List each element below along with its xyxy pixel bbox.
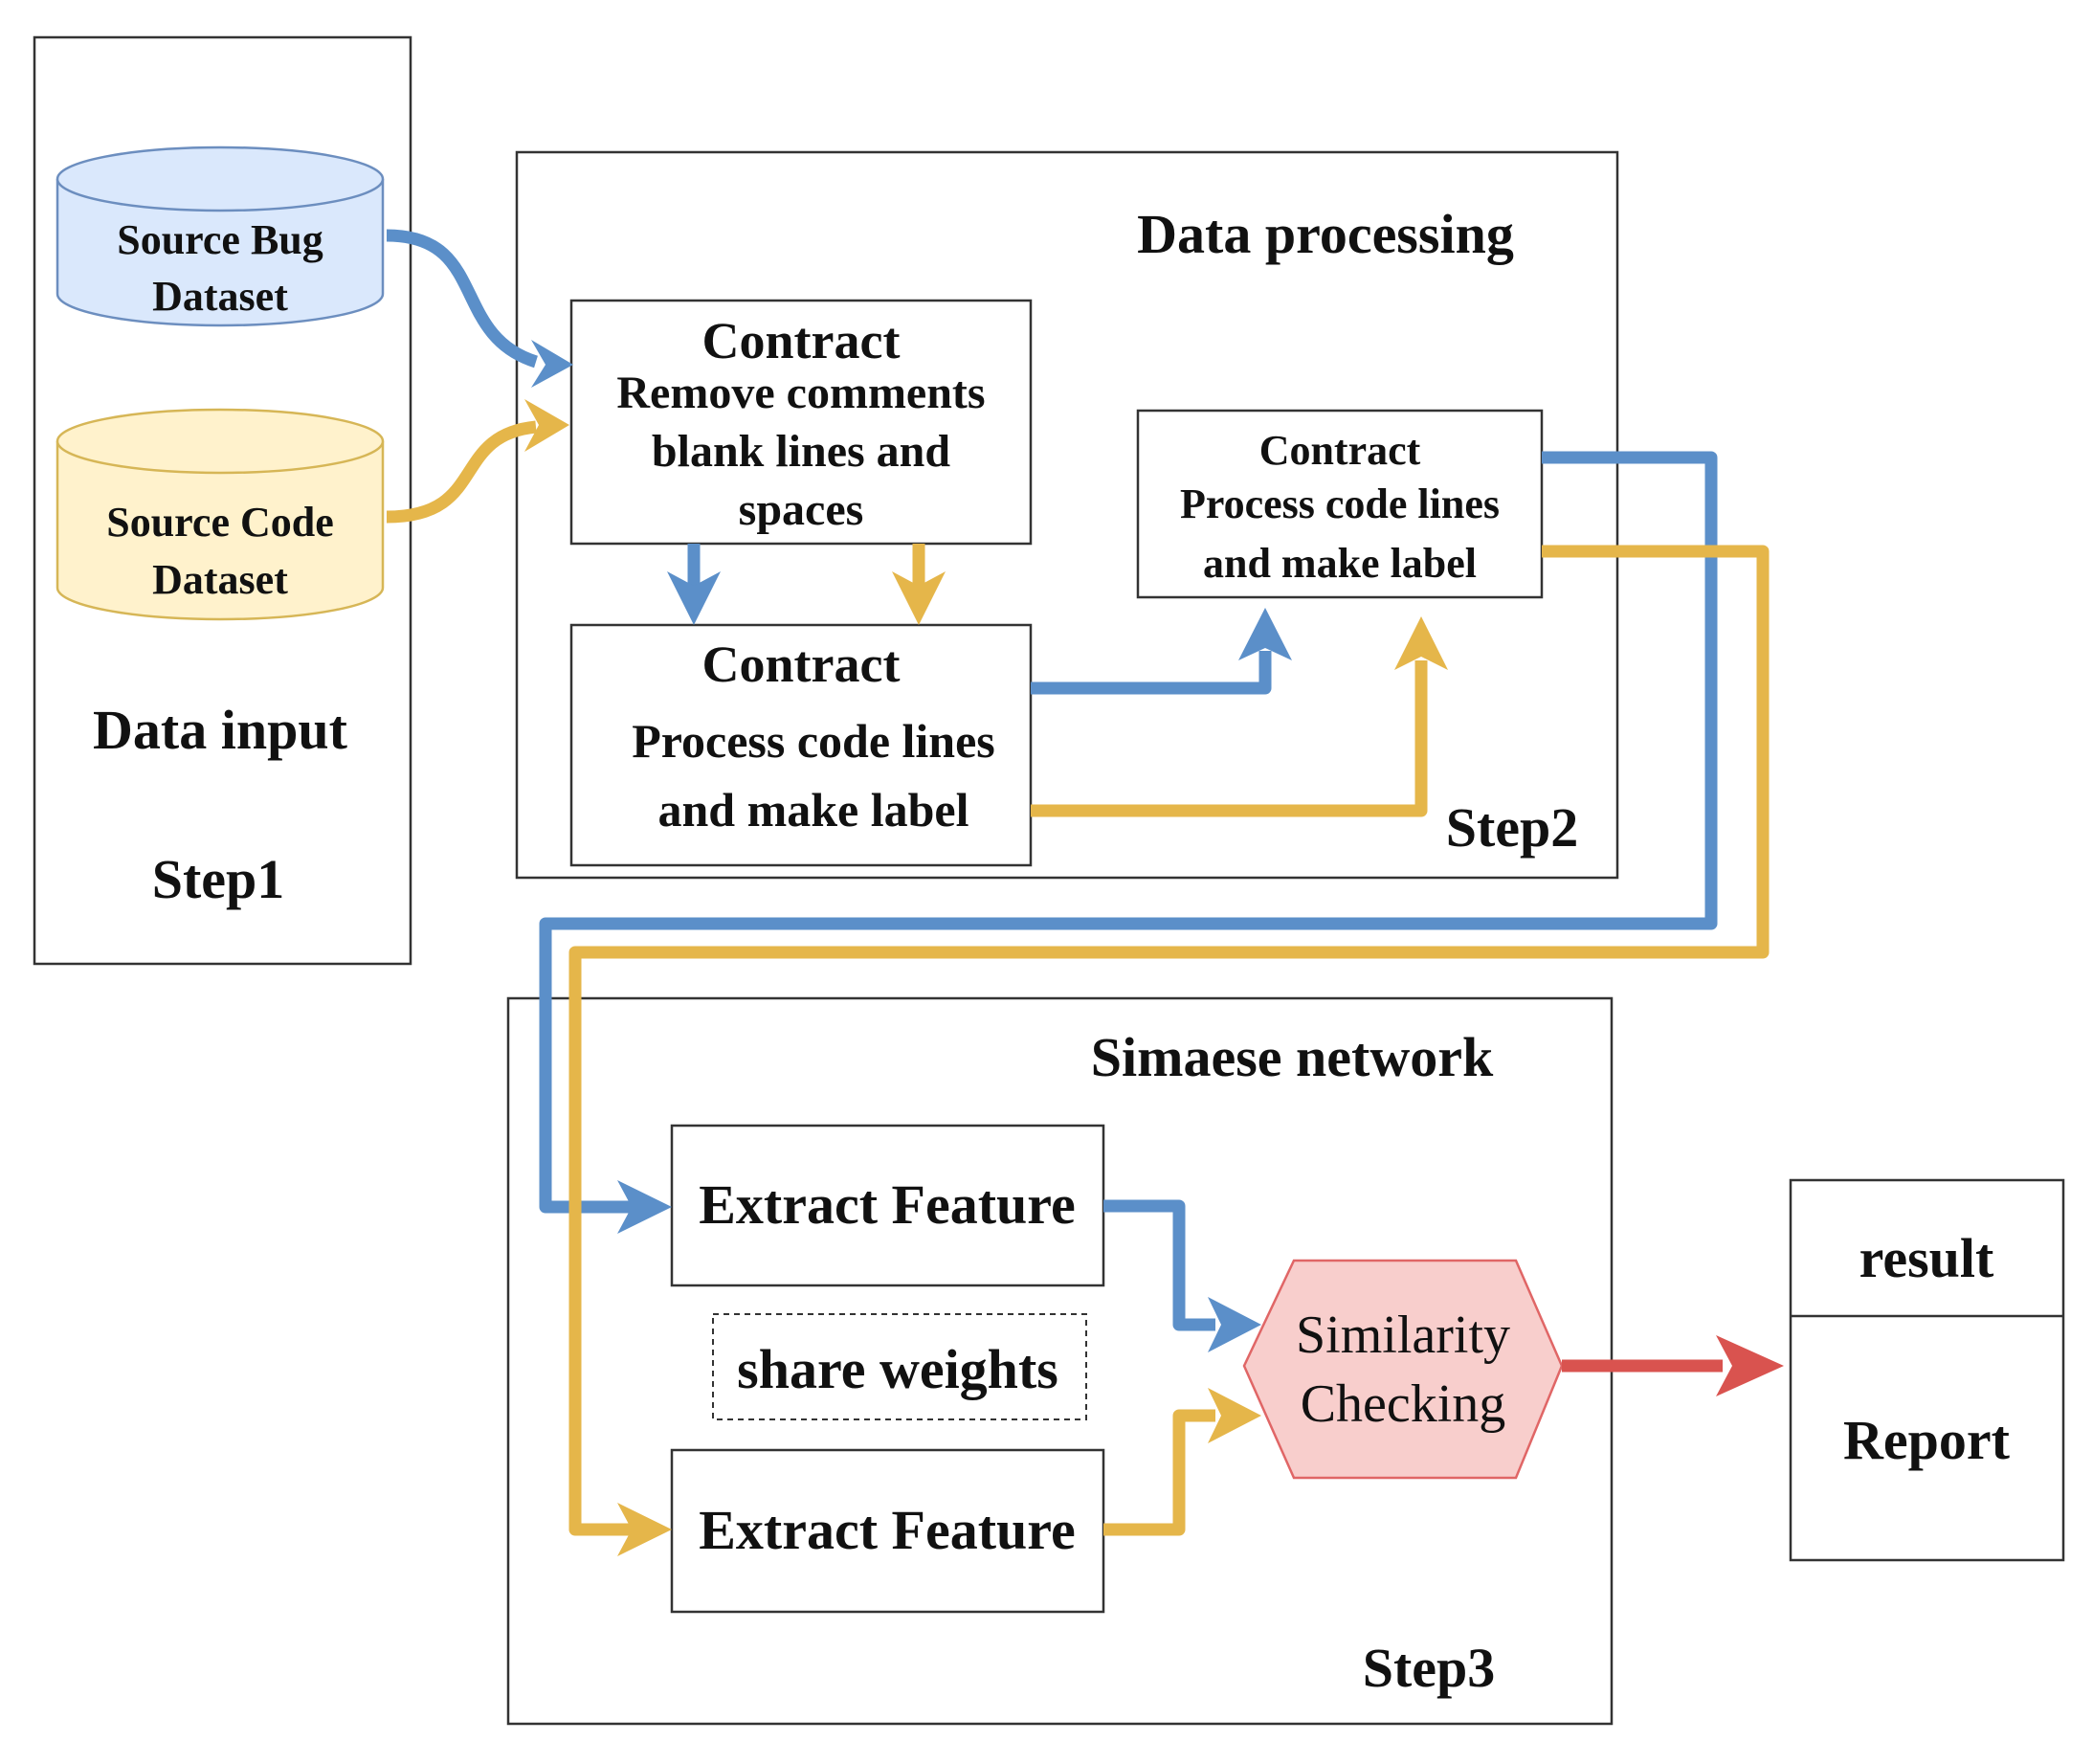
process-to-right-blue-connector [1031, 651, 1272, 695]
step3-title: Simaese network [1091, 1026, 1494, 1088]
result-header: result [1859, 1227, 1994, 1289]
code-to-remove-connector [386, 420, 537, 524]
process-code-left-line3: and make label [657, 783, 969, 837]
feature-to-similarity-blue-connector [1103, 1199, 1215, 1331]
blue-arrowheads [531, 340, 1292, 1352]
arrowhead [524, 399, 569, 452]
red-arrowhead [1716, 1335, 1784, 1396]
extract-feature-box-top [670, 1124, 1105, 1287]
gold-arrowheads [524, 399, 1448, 1556]
result-table [1789, 1178, 2065, 1562]
share-weights-label: share weights [737, 1338, 1058, 1400]
arrowhead [1208, 1388, 1261, 1443]
cylinder-body [56, 179, 385, 327]
blue-flow [386, 229, 1718, 1331]
bug-to-remove-connector [386, 229, 539, 368]
gold-flow [386, 420, 1770, 1536]
cylinder-top [56, 145, 385, 212]
step1-title: Data input [93, 699, 348, 761]
process-code-left-line2: Process code lines [632, 714, 995, 768]
right-to-feature-blue-connector [539, 451, 1718, 1214]
process-to-right-gold-connector [1031, 660, 1428, 817]
right-to-feature-gold-connector [568, 545, 1770, 1536]
similarity-label-line1: Similarity [1296, 1306, 1510, 1365]
arrowhead [617, 1180, 672, 1234]
arrowhead [1394, 616, 1448, 670]
extract-feature-bottom-label: Extract Feature [699, 1499, 1075, 1561]
remove-comments-line2: Remove comments [616, 368, 985, 418]
process-code-right-line3: and make label [1203, 540, 1477, 587]
remove-comments-line1: Contract [702, 312, 901, 369]
step3-label: Step3 [1363, 1637, 1496, 1699]
cylinder-label-line1: Source Code [106, 499, 334, 546]
similarity-label-line2: Checking [1301, 1374, 1506, 1434]
process-code-box-right [1136, 409, 1544, 599]
cylinder-label-line2: Dataset [152, 273, 288, 320]
arrowhead [1238, 608, 1292, 660]
extract-feature-top-label: Extract Feature [699, 1173, 1075, 1236]
cylinder-label-line2: Dataset [152, 556, 288, 603]
cylinder-label-line1: Source Bug [117, 216, 323, 263]
step2-label: Step2 [1446, 796, 1579, 859]
result-report: Report [1843, 1409, 2011, 1471]
step1-label: Step1 [152, 848, 285, 910]
arrowhead [617, 1503, 672, 1556]
source-bug-dataset-cylinder: Source Bug Dataset [56, 145, 385, 327]
arrowhead [531, 340, 573, 388]
remove-comments-box [569, 299, 1033, 546]
process-code-left-line1: Contract [702, 636, 901, 693]
similarity-checking-hexagon [1242, 1259, 1564, 1480]
process-code-right-line1: Contract [1259, 427, 1421, 474]
extract-feature-box-bottom [670, 1448, 1105, 1614]
cylinder-top [56, 408, 385, 475]
feature-to-similarity-gold-connector [1103, 1409, 1215, 1536]
remove-comments-line4: spaces [739, 484, 864, 535]
cylinder-body [56, 441, 385, 621]
arrowhead [1208, 1297, 1261, 1352]
process-code-right-line2: Process code lines [1180, 480, 1500, 527]
remove-comments-line3: blank lines and [652, 426, 950, 477]
share-weights-box [712, 1313, 1087, 1420]
arrowhead [892, 571, 946, 625]
step2-title: Data processing [1137, 203, 1514, 265]
arrowhead [667, 571, 721, 625]
process-code-box-left [569, 623, 1033, 867]
source-code-dataset-cylinder: Source Code Dataset [56, 408, 385, 621]
